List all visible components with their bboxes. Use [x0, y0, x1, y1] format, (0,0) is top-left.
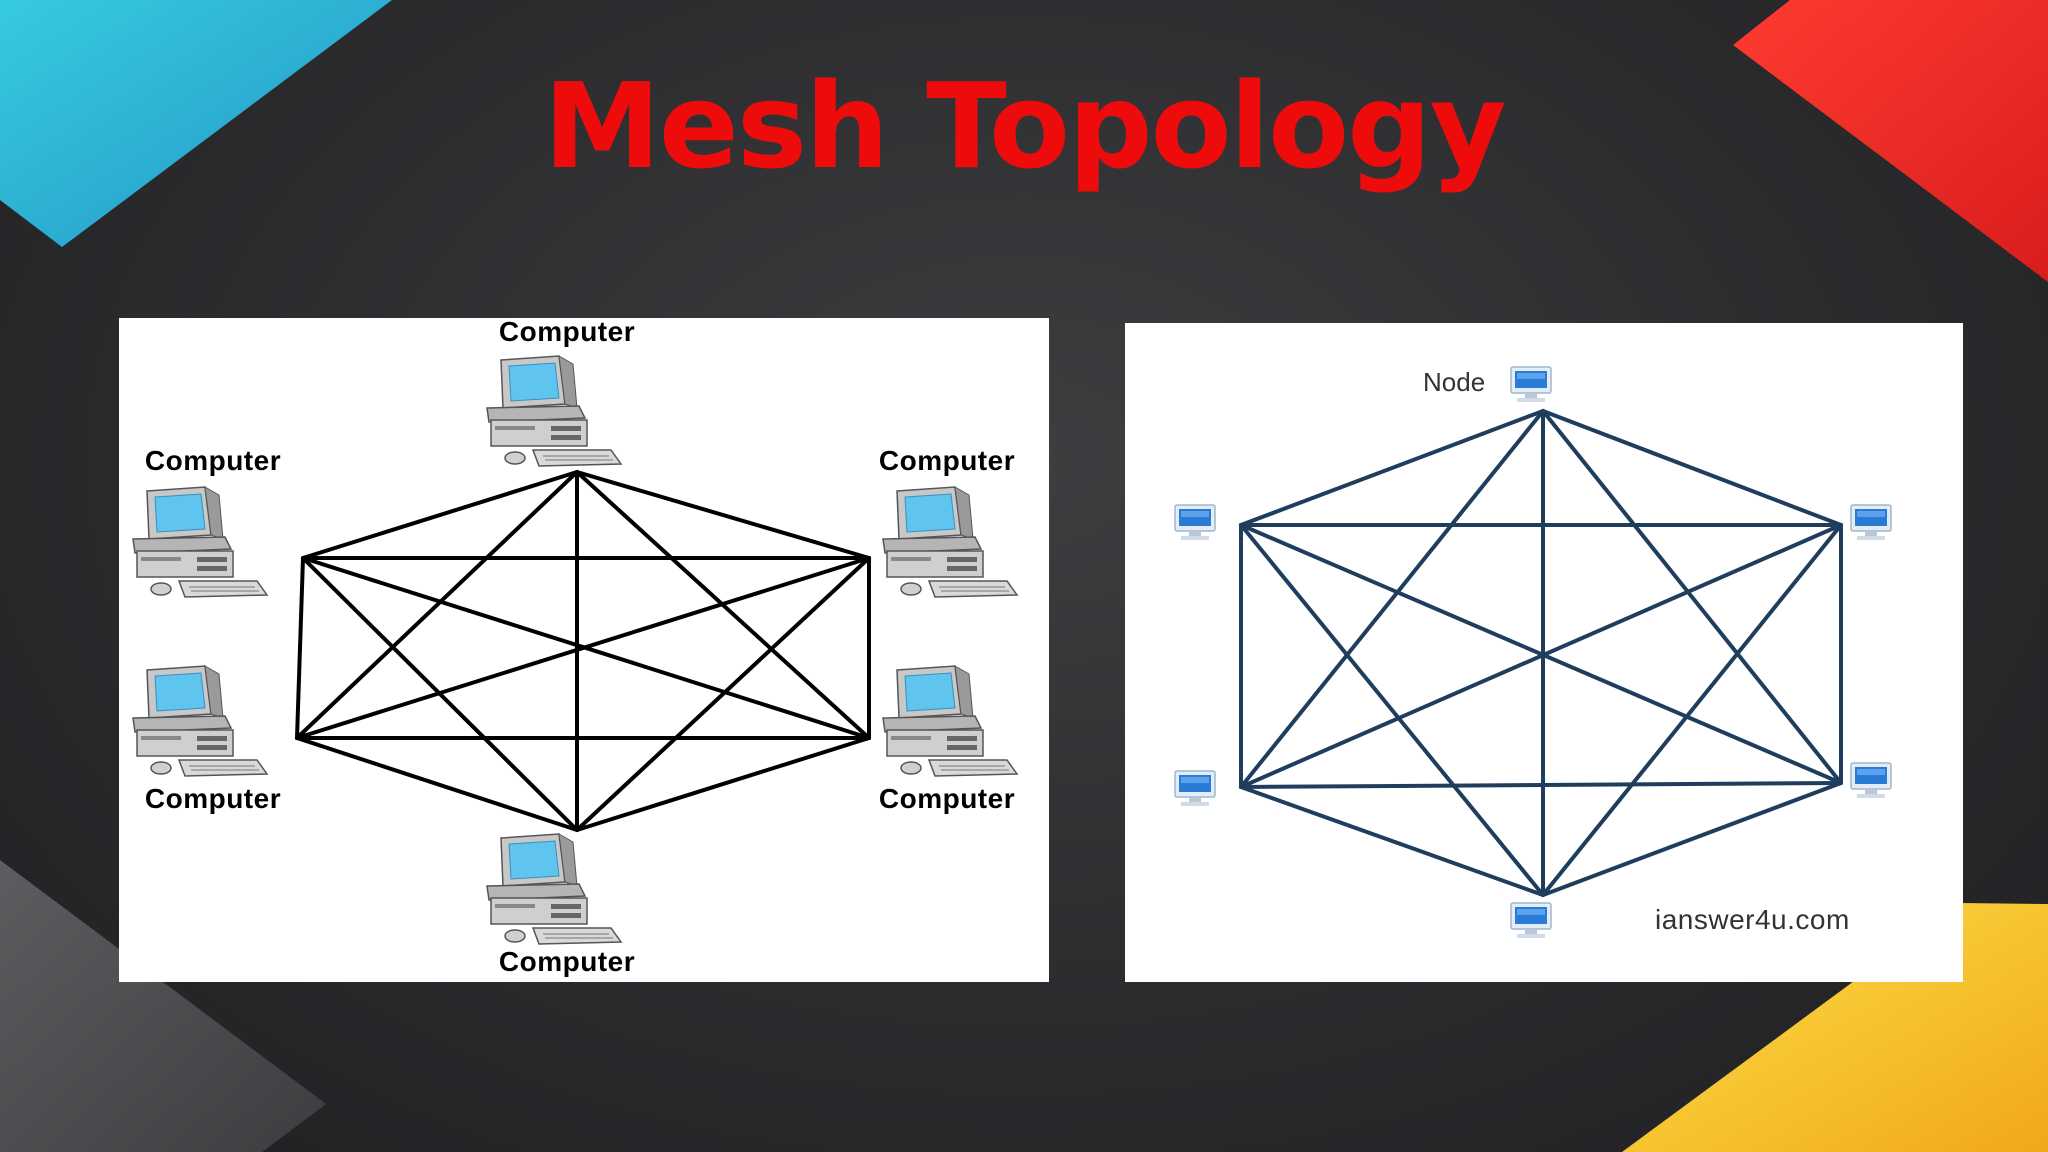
node-mesh-diagram: Node ianswer4u.com — [1125, 323, 1963, 982]
computer-label-bottom: Computer — [499, 946, 635, 977]
monitor-node-icon — [1850, 762, 1892, 799]
desktop-computer-icon — [486, 355, 622, 467]
monitor-node-icon — [1174, 504, 1216, 541]
mesh-links — [1239, 409, 1843, 897]
desktop-computer-icon — [882, 486, 1018, 598]
computer-label-upper-right: Computer — [879, 445, 1015, 476]
desktop-computer-icon — [486, 833, 622, 945]
computer-label-lower-right: Computer — [879, 783, 1015, 814]
computer-label-upper-left: Computer — [145, 445, 281, 476]
monitor-node-icon — [1510, 902, 1552, 939]
mesh-links — [295, 470, 871, 832]
corner-shape-bottom-left — [0, 860, 326, 1152]
monitor-node-icon — [1510, 366, 1552, 403]
desktop-computer-icon — [132, 486, 268, 598]
computer-mesh-diagram: Computer Computer Computer Computer Comp… — [119, 318, 1049, 982]
monitor-node-icon — [1174, 770, 1216, 807]
slide-title: Mesh Topology — [543, 57, 1506, 195]
computer-label-lower-left: Computer — [145, 783, 281, 814]
corner-shape-top-right — [1733, 0, 2048, 282]
monitor-node-icon — [1850, 504, 1892, 541]
corner-shape-top-left — [0, 0, 392, 247]
site-watermark: ianswer4u.com — [1655, 904, 1850, 935]
node-label: Node — [1423, 367, 1485, 397]
desktop-computer-icon — [132, 665, 268, 777]
desktop-computer-icon — [882, 665, 1018, 777]
computer-label-top: Computer — [499, 318, 635, 347]
